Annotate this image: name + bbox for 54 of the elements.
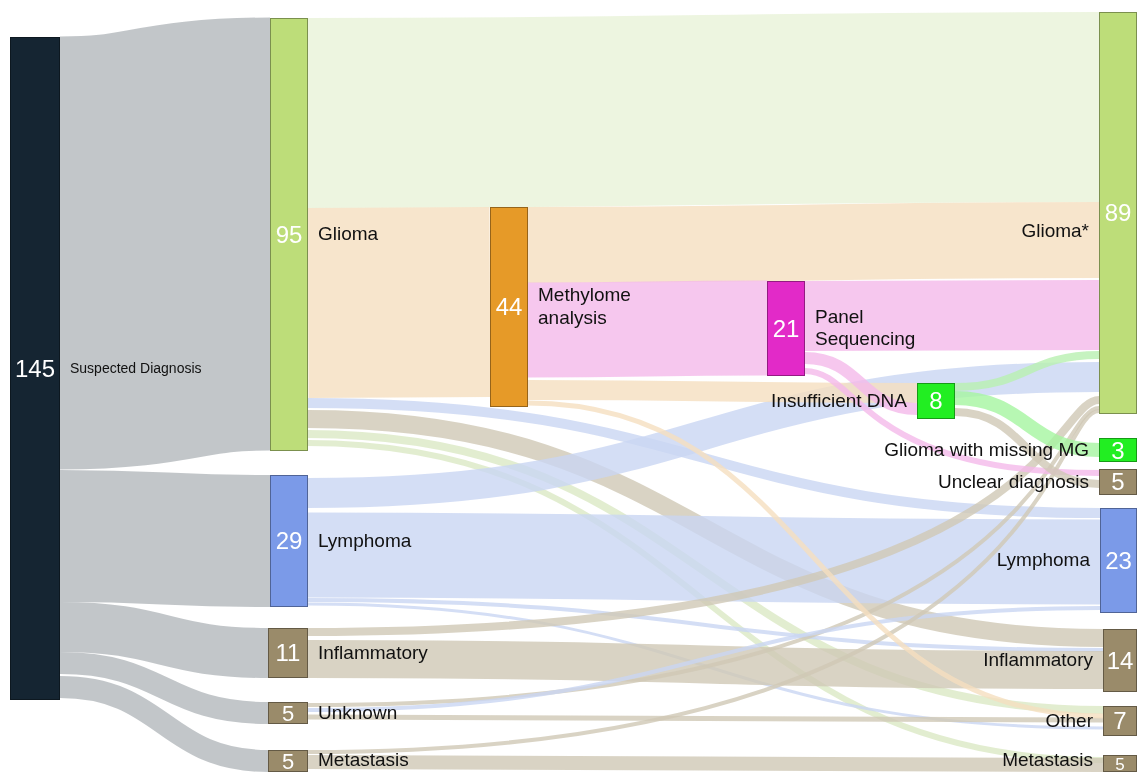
node-label: Methylome analysis xyxy=(538,284,632,330)
flow-band xyxy=(59,602,269,678)
flow-band xyxy=(307,606,1101,712)
node-label: Unknown xyxy=(318,701,399,725)
node-value: 7 xyxy=(1113,709,1127,733)
node-value: 5 xyxy=(281,751,295,772)
node-label: Inflammatory xyxy=(318,641,429,665)
flow-band xyxy=(804,368,1100,476)
node-value: 8 xyxy=(929,389,943,413)
node-value: 5 xyxy=(1111,470,1125,494)
node-value: 14 xyxy=(1106,648,1134,673)
node-label: Inflammatory xyxy=(982,649,1093,672)
node-value: 89 xyxy=(1104,201,1132,225)
flow-band xyxy=(308,207,490,398)
node-label: Glioma* xyxy=(1020,220,1089,243)
flow-band xyxy=(307,598,1104,652)
node-label: Metastasis xyxy=(318,749,410,772)
flow-band xyxy=(307,398,1101,518)
node-label: Suspected Diagnosis xyxy=(70,360,203,377)
node-label: Lymphoma xyxy=(995,549,1090,572)
node-value: 5 xyxy=(1115,756,1125,772)
flow-band xyxy=(527,202,1100,283)
node-label: Glioma xyxy=(318,223,380,246)
node-value: 29 xyxy=(275,529,303,553)
flow-band xyxy=(528,280,767,378)
node-value: 95 xyxy=(275,222,303,247)
flow-band xyxy=(308,755,1103,772)
flow-band xyxy=(805,280,1099,351)
flow-band xyxy=(804,352,918,415)
flow-band xyxy=(307,362,1100,508)
node-label: Glioma with missing MG xyxy=(883,438,1089,462)
flow-band xyxy=(954,408,1100,488)
flow-band xyxy=(527,400,1104,719)
node-value: 23 xyxy=(1105,548,1132,573)
node-value: 3 xyxy=(1111,439,1125,463)
flow-band xyxy=(308,714,1103,723)
node-label: Insufficient DNA xyxy=(770,389,907,413)
node-label: Other xyxy=(1044,709,1093,733)
node-label: Panel Sequencing xyxy=(815,305,917,352)
flow-band xyxy=(307,12,1100,208)
node-label: Metastasis xyxy=(1001,749,1093,772)
node-value: 21 xyxy=(772,316,800,341)
node-value: 145 xyxy=(14,356,55,381)
node-label: Lymphoma xyxy=(318,529,413,553)
flow-band xyxy=(954,351,1100,391)
node-value: 5 xyxy=(281,703,295,725)
node-value: 11 xyxy=(275,641,301,665)
flow-band xyxy=(59,676,269,772)
flow-band xyxy=(59,652,269,724)
node-label: Unclear diagnosis xyxy=(936,470,1089,494)
flow-band xyxy=(954,391,1100,457)
node-value: 44 xyxy=(495,295,523,319)
flow-band xyxy=(527,380,918,403)
flow-band xyxy=(307,512,1101,605)
